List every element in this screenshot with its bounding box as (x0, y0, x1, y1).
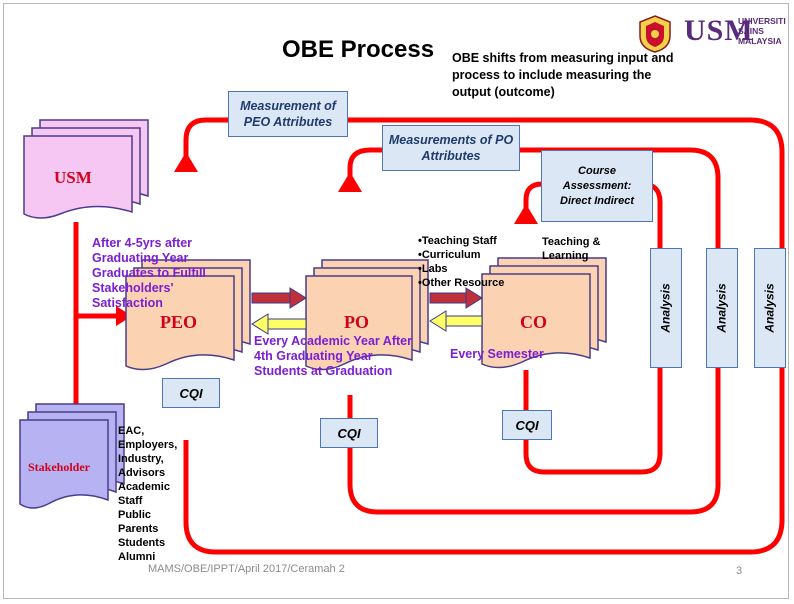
stakeholder-item: Alumni (118, 551, 156, 563)
po-to-co-arrow (429, 287, 483, 309)
stakeholder-item: Staff (118, 495, 143, 507)
stakeholder-item: Advisors (118, 467, 166, 479)
stakeholder-item: Public (118, 509, 152, 521)
resource-item: •Teaching Staff (418, 235, 497, 247)
po-document-label: PO (344, 312, 369, 332)
obe-shift-note: OBE shifts from measuring input and proc… (452, 51, 674, 99)
resource-item: •Other Resource (418, 277, 505, 289)
co-to-po-arrow (429, 310, 483, 332)
peo-loop-arrowhead (174, 152, 198, 172)
analysis-box-peo: Analysis (754, 248, 786, 368)
cqi-label-po: CQI (337, 425, 361, 441)
peo-document-label: PEO (160, 312, 198, 332)
cqi-box-co: CQI (502, 410, 552, 440)
peo-document (125, 259, 251, 371)
po-attributes-box: Measurements of PO Attributes (382, 125, 520, 171)
po-to-peo-arrow (251, 313, 307, 335)
course-assessment-box: Course Assessment: Direct Indirect (541, 150, 653, 222)
co-timing-annotation: Every Semester (450, 347, 544, 361)
page-title: OBE Process (282, 36, 435, 63)
analysis-label-co: Analysis (659, 283, 674, 333)
stakeholder-item: Employers, (118, 439, 178, 451)
peo-to-po-arrow (251, 287, 307, 309)
stakeholder-item: Parents (118, 523, 159, 535)
stakeholder-item: Students (118, 537, 166, 549)
po-document (305, 259, 429, 371)
analysis-label-peo: Analysis (763, 283, 778, 333)
stakeholder-item: Industry, (118, 453, 164, 465)
co-loop-arrowhead (514, 204, 538, 224)
peo-timing-annotation: After 4-5yrs after Graduating Year Gradu… (92, 236, 206, 310)
usm-logo-subtitle: UNIVERSITI SAINS MALAYSIA (738, 16, 786, 46)
resource-item: •Labs (418, 263, 448, 275)
usm-logo-text: USM (684, 14, 754, 47)
cqi-label-peo: CQI (179, 385, 203, 401)
stakeholder-document-label: Stakeholder (28, 460, 91, 474)
slide-border (3, 3, 789, 599)
po-attributes-label: Measurements of PO Attributes (388, 133, 514, 163)
cqi-box-po: CQI (320, 418, 378, 448)
stakeholder-item: Academic (118, 481, 170, 493)
stakeholder-document (19, 403, 125, 509)
usm-document-label: USM (54, 168, 92, 187)
stakeholder-item: EAC, (118, 425, 145, 437)
analysis-box-po: Analysis (706, 248, 738, 368)
cqi-box-peo: CQI (162, 378, 220, 408)
peo-attributes-box: Measurement of PEO Attributes (228, 91, 348, 137)
connector-to-peo-arrowhead (116, 306, 132, 326)
co-document-label: CO (520, 312, 547, 332)
analysis-box-co: Analysis (650, 248, 682, 368)
stakeholder-list: EAC, Employers, Industry, Advisors Acade… (118, 424, 188, 564)
course-assessment-label: Course Assessment: Direct Indirect (560, 164, 634, 207)
teaching-learning-label: Teaching & Learning (542, 236, 601, 262)
cqi-label-co: CQI (515, 417, 539, 433)
analysis-label-po: Analysis (715, 283, 730, 333)
peo-attributes-label: Measurement of PEO Attributes (240, 99, 336, 129)
usm-document (23, 119, 149, 219)
crest-icon (639, 15, 671, 53)
resources-list: •Teaching Staff •Curriculum •Labs •Other… (418, 234, 528, 290)
resource-item: •Curriculum (418, 249, 481, 261)
po-loop-arrowhead (338, 172, 362, 192)
co-document (481, 257, 607, 369)
page-number: 3 (736, 565, 743, 577)
po-timing-annotation: Every Academic Year After 4th Graduating… (254, 334, 412, 378)
slide-footer: MAMS/OBE/IPPT/April 2017/Ceramah 2 (148, 563, 345, 575)
